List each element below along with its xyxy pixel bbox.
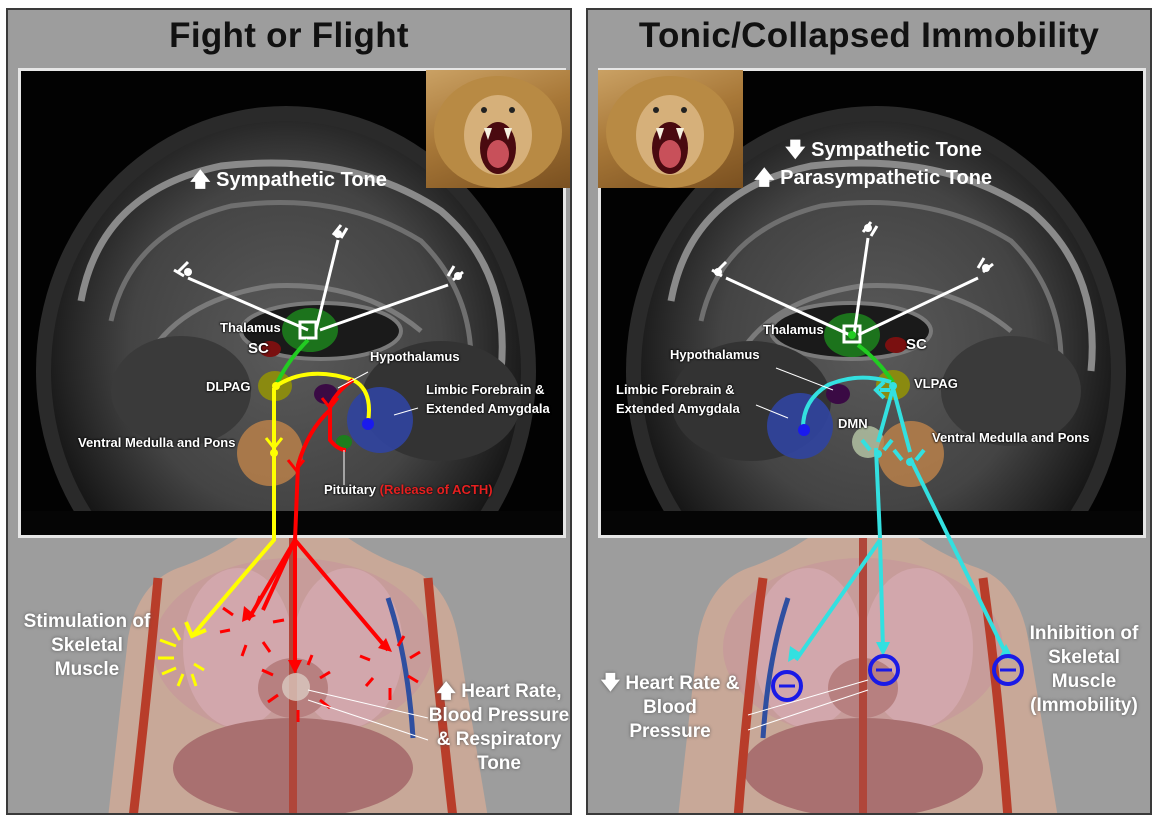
dmn-label: DMN bbox=[838, 416, 868, 431]
arrow-up-icon: 🡅 bbox=[754, 167, 775, 189]
sc-label: SC bbox=[906, 336, 927, 353]
arrow-up-icon: 🡅 bbox=[190, 169, 211, 191]
heart-rate-label: 🡅 Heart Rate, Blood Pressure & Respirato… bbox=[424, 680, 572, 776]
heart-rate-label: 🡇 Heart Rate & Blood Pressure bbox=[600, 672, 740, 744]
limbic-forebrain-label: Limbic Forebrain & bbox=[616, 382, 734, 397]
inhibition-symbols bbox=[773, 656, 1022, 700]
thalamus-label: Thalamus bbox=[220, 320, 281, 335]
arrow-up-icon: 🡅 bbox=[436, 681, 456, 702]
parasympathetic-tone-label: 🡅 Parasympathetic Tone bbox=[754, 163, 992, 197]
ventral-medulla-label: Ventral Medulla and Pons bbox=[932, 430, 1089, 445]
stimulation-burst bbox=[158, 628, 204, 686]
hypothalamus-label: Hypothalamus bbox=[370, 349, 460, 364]
extended-amygdala-label: Extended Amygdala bbox=[426, 401, 550, 416]
extended-amygdala-label: Extended Amygdala bbox=[616, 401, 740, 416]
hypothalamus-nucleus bbox=[826, 384, 850, 404]
sensory-neurons bbox=[174, 225, 463, 338]
pituitary-label: Pituitary (Release of ACTH) bbox=[324, 482, 493, 497]
arrow-down-icon: 🡇 bbox=[601, 673, 621, 694]
ventral-medulla-label: Ventral Medulla and Pons bbox=[78, 435, 235, 450]
thalamus-nucleus bbox=[282, 308, 338, 352]
sympathetic-tone-label: 🡅 Sympathetic Tone bbox=[190, 165, 387, 199]
tonic-immobility-panel: Tonic/Collapsed Immobility bbox=[586, 8, 1152, 815]
hypothalamus-label: Hypothalamus bbox=[670, 347, 760, 362]
fight-or-flight-panel: Fight or Flight bbox=[6, 8, 572, 815]
acth-release-label: (Release of ACTH) bbox=[380, 482, 493, 497]
dlpag-label: DLPAG bbox=[206, 379, 251, 394]
amygdala-nucleus bbox=[347, 387, 413, 453]
limbic-forebrain-label: Limbic Forebrain & bbox=[426, 382, 544, 397]
sc-nucleus bbox=[885, 337, 907, 353]
vlpag-label: VLPAG bbox=[914, 376, 958, 391]
skeletal-inhibition-label: Inhibition of Skeletal Muscle (Immobilit… bbox=[1016, 622, 1152, 718]
thalamus-label: Thalamus bbox=[763, 322, 824, 337]
skeletal-stimulation-label: Stimulation of Skeletal Muscle bbox=[22, 610, 152, 682]
arrow-down-icon: 🡇 bbox=[785, 139, 806, 161]
sc-label: SC bbox=[248, 340, 269, 357]
